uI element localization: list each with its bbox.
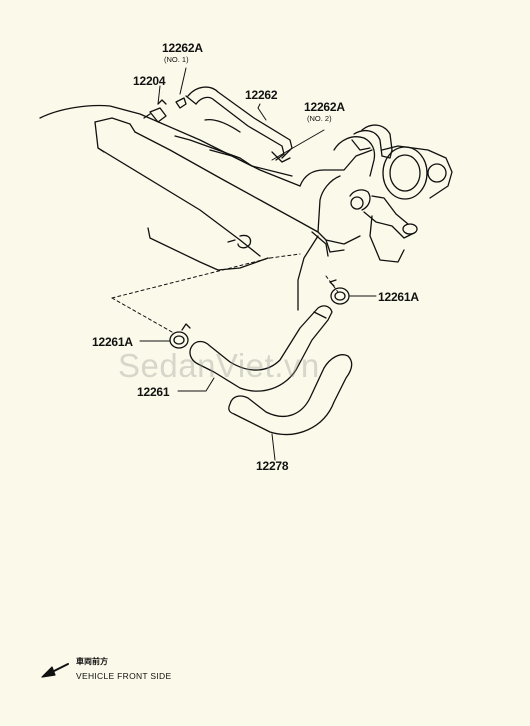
hose-clamp-left bbox=[169, 323, 191, 349]
bypass-hose-12261 bbox=[189, 305, 333, 392]
throttle-body bbox=[299, 136, 453, 263]
watermark: SedanViet.vn bbox=[118, 347, 320, 384]
callout-bypass-hose[interactable]: 12261 bbox=[137, 385, 170, 399]
callout-clamp-left[interactable]: 12261A bbox=[92, 335, 133, 349]
leader-lines bbox=[139, 67, 377, 461]
callout-hose-no1[interactable]: 12262A bbox=[162, 41, 203, 55]
callout-hose-no2-sub: (NO. 2) bbox=[307, 114, 332, 123]
callout-pcv-valve[interactable]: 12204 bbox=[133, 74, 166, 88]
cylinder-head-cover bbox=[39, 104, 319, 271]
pcv-hose bbox=[175, 86, 293, 163]
callout-hose-no2[interactable]: 12262A bbox=[304, 100, 345, 114]
hose-clamp-right bbox=[329, 279, 350, 305]
routing-lines bbox=[111, 253, 339, 333]
legend-vehicle-front-side: VEHICLE FRONT SIDE bbox=[76, 671, 172, 681]
pcv-valve bbox=[143, 99, 167, 123]
pcv-hose-no2 bbox=[351, 124, 393, 159]
callout-hose-no1-sub: (NO. 1) bbox=[164, 55, 189, 64]
callout-water-hose[interactable]: 12278 bbox=[256, 459, 289, 473]
callout-pcv-hose[interactable]: 12262 bbox=[245, 88, 278, 102]
front-arrow-icon bbox=[41, 663, 69, 678]
engine-hose-lines bbox=[297, 231, 329, 311]
callout-clamp-right[interactable]: 12261A bbox=[378, 290, 419, 304]
legend-cjk-label: 車両前方 bbox=[76, 657, 108, 666]
water-hose-12278 bbox=[228, 354, 353, 436]
